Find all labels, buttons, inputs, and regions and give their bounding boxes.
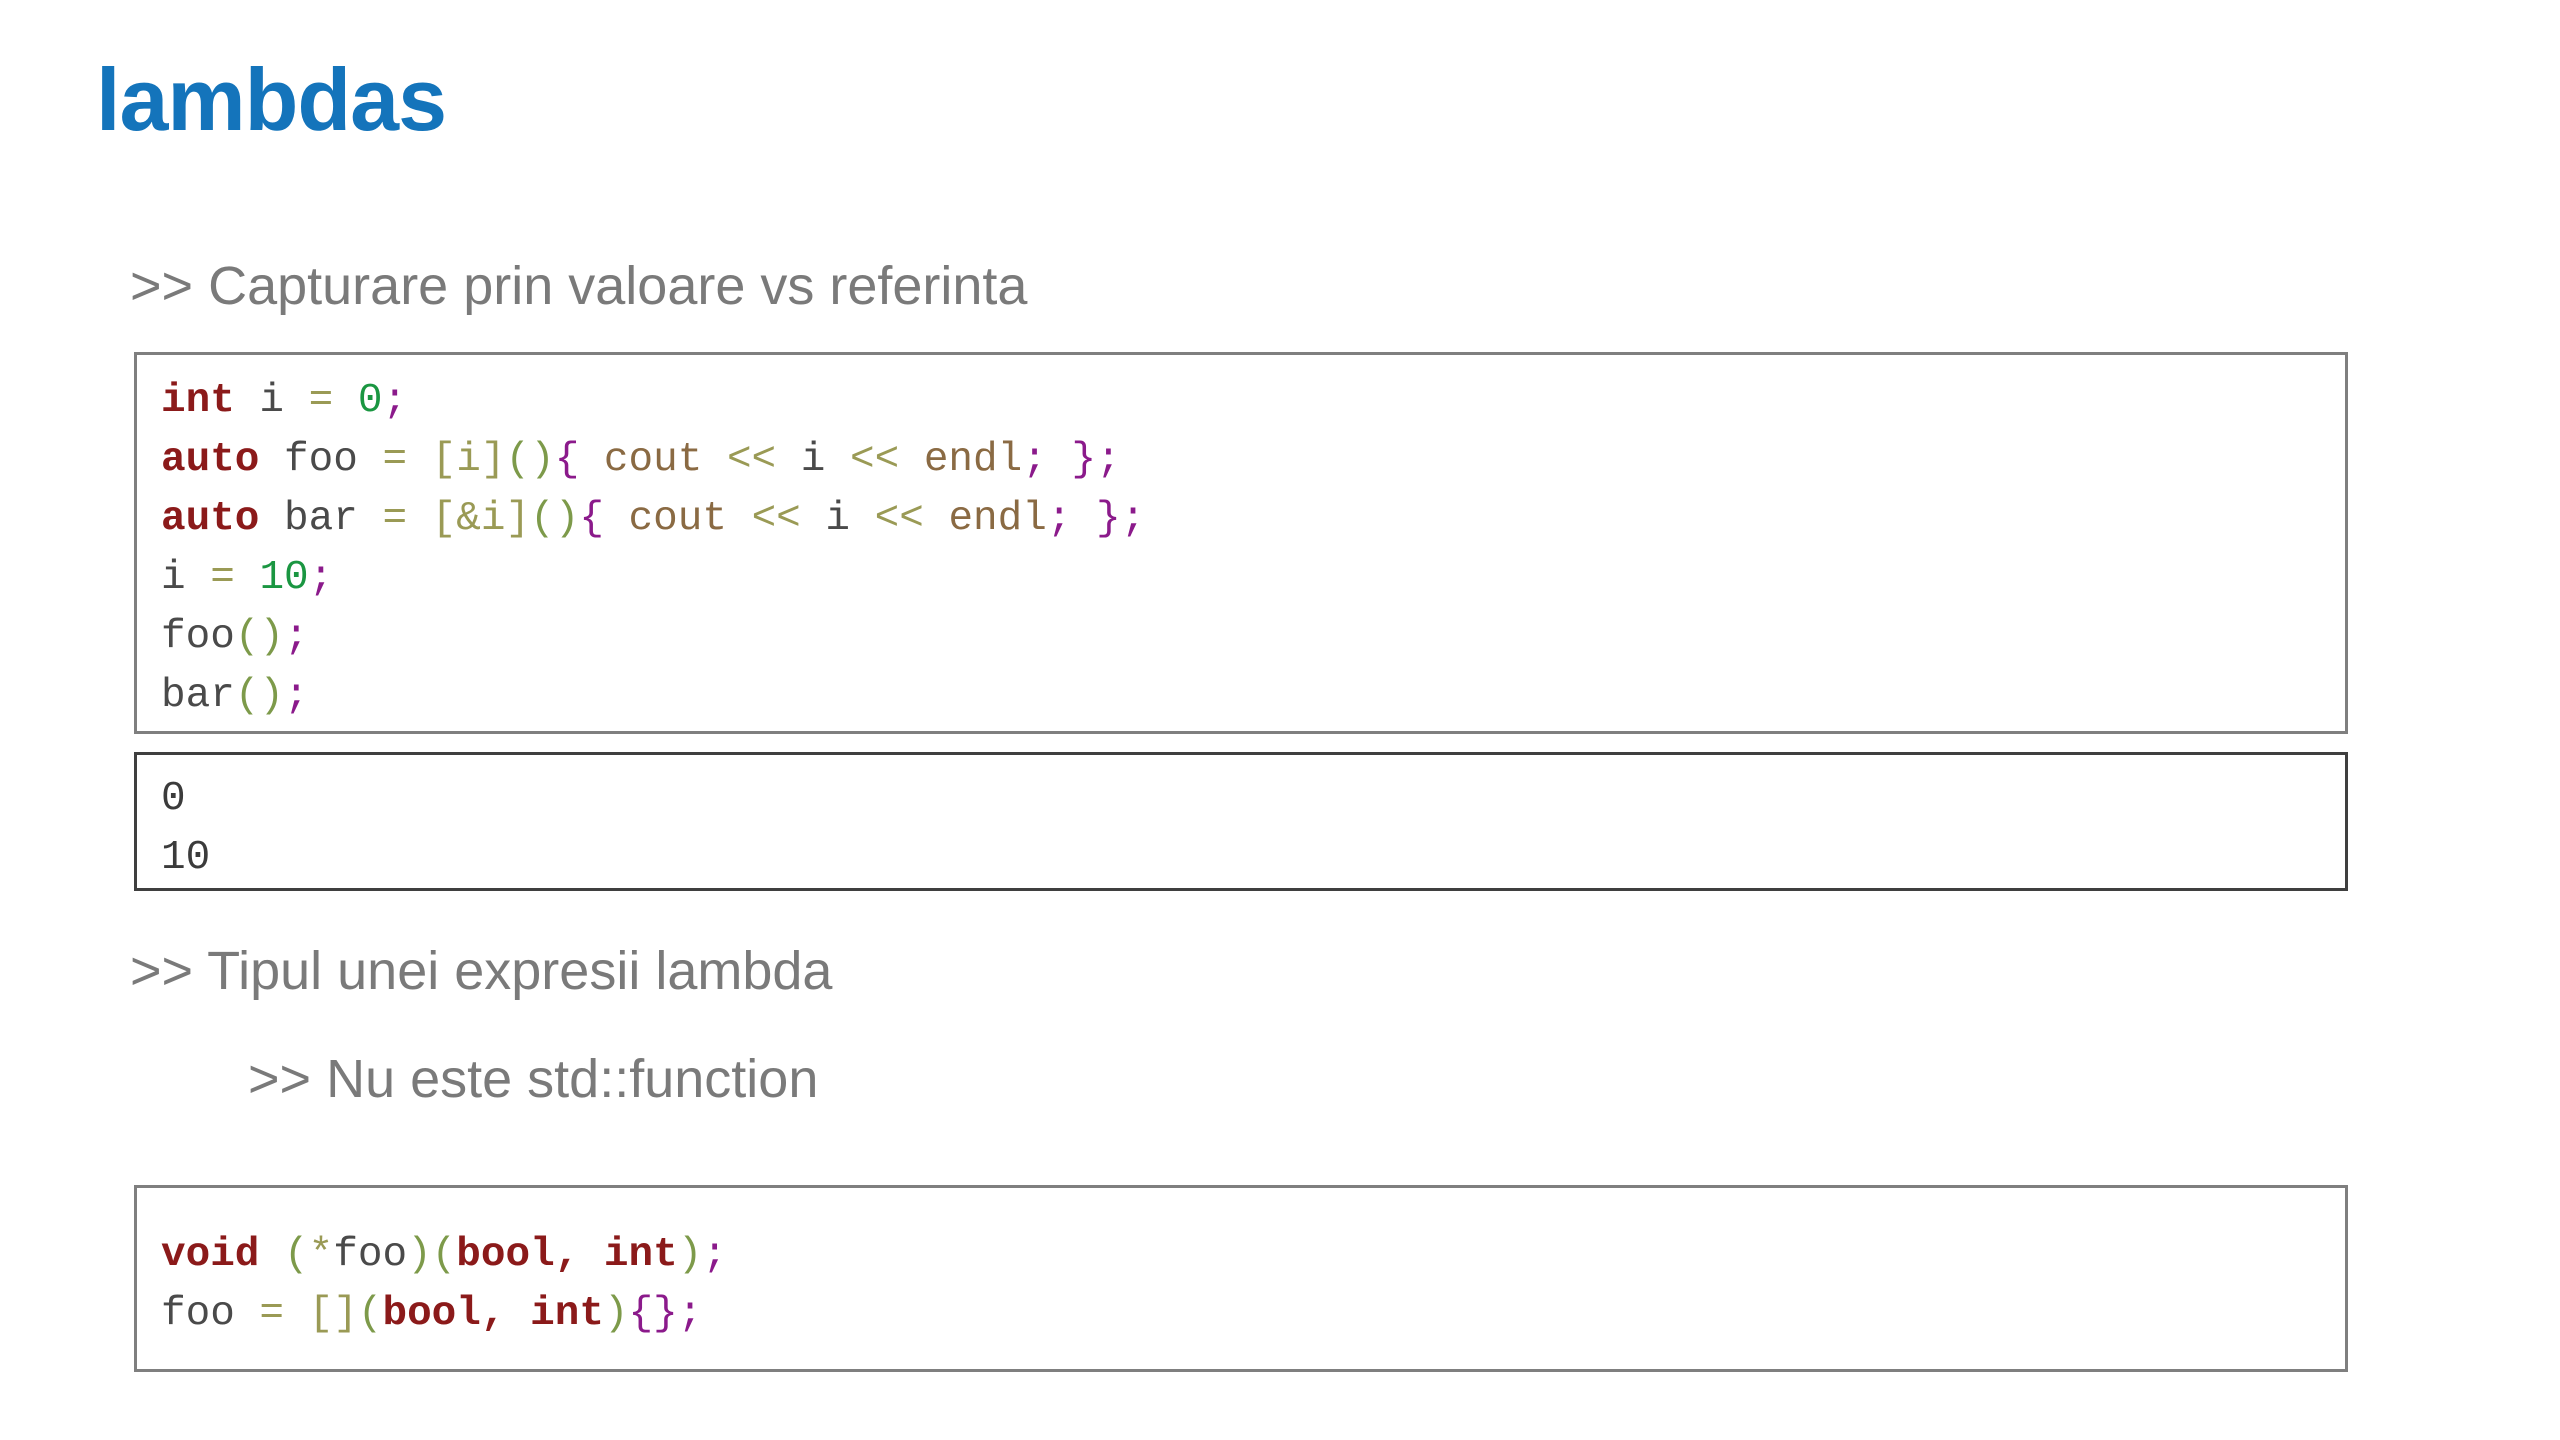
cpp-semicolon: ; bbox=[382, 378, 408, 424]
code-line: void (*foo)(bool, int); bbox=[161, 1232, 727, 1278]
bullet-text: Nu este std::function bbox=[311, 1049, 819, 1109]
cpp-keyword-int: int bbox=[603, 1232, 678, 1278]
code-line: foo = [](bool, int){}; bbox=[161, 1291, 703, 1337]
bullet-capturare-prin-valoare-vs-referinta: >> Capturare prin valoare vs referinta bbox=[130, 255, 1027, 317]
cpp-lambda-capture-list-empty: [] bbox=[308, 1291, 358, 1337]
code-block-function-pointer-assignment: void (*foo)(bool, int); foo = [](bool, in… bbox=[134, 1185, 2348, 1372]
code-lines: void (*foo)(bool, int); foo = [](bool, in… bbox=[137, 1188, 2345, 1369]
code-line: bar(); bbox=[161, 673, 309, 719]
cpp-keyword-void: void bbox=[161, 1232, 260, 1278]
cpp-operator-deref: * bbox=[308, 1232, 334, 1278]
code-line: auto bar = [&i](){ cout << i << endl; }; bbox=[161, 496, 1146, 542]
output-line: 10 bbox=[161, 835, 211, 881]
code-line: auto foo = [i](){ cout << i << endl; }; bbox=[161, 437, 1121, 483]
cpp-keyword-auto: auto bbox=[161, 496, 260, 542]
bullet-tipul-unei-expresii-lambda: >> Tipul unei expresii lambda bbox=[130, 940, 832, 1002]
bullet-marker: >> bbox=[130, 941, 194, 1001]
cpp-lambda-capture-list: [i] bbox=[431, 437, 506, 483]
cpp-lambda-capture-list-ref: [&i] bbox=[431, 496, 531, 542]
bullet-text: Capturare prin valoare vs referinta bbox=[193, 256, 1028, 316]
cpp-identifier-bar: bar bbox=[284, 496, 358, 542]
cpp-number-10: 10 bbox=[259, 555, 309, 601]
code-line: foo(); bbox=[161, 614, 309, 660]
code-block-capture-by-value-vs-reference: int i = 0; auto foo = [i](){ cout << i <<… bbox=[134, 352, 2348, 734]
cpp-keyword-int: int bbox=[161, 378, 235, 424]
cpp-keyword-bool: bool bbox=[456, 1232, 555, 1278]
cpp-comma: , bbox=[554, 1232, 580, 1278]
bullet-marker: >> bbox=[130, 256, 194, 316]
code-line: int i = 0; bbox=[161, 372, 2345, 431]
cpp-identifier-foo: foo bbox=[284, 437, 358, 483]
cpp-number-0: 0 bbox=[357, 378, 383, 424]
code-line: i = 10; bbox=[161, 555, 334, 601]
cpp-keyword-auto: auto bbox=[161, 437, 260, 483]
page-title: lambdas bbox=[96, 50, 447, 149]
bullet-text: Tipul unei expresii lambda bbox=[193, 941, 833, 1001]
bullet-marker: >> bbox=[248, 1049, 312, 1109]
bullet-nu-este-std-function: >> Nu este std::function bbox=[248, 1048, 818, 1110]
code-lines: int i = 0; auto foo = [i](){ cout << i <<… bbox=[137, 355, 2345, 731]
cpp-identifier-i: i bbox=[259, 378, 285, 424]
cpp-operator-assign: = bbox=[308, 378, 334, 424]
output-line: 0 bbox=[161, 776, 186, 822]
cpp-stdlib-cout: cout bbox=[603, 437, 703, 483]
cpp-stdlib-endl: endl bbox=[923, 437, 1023, 483]
cpp-operator-stream: << bbox=[726, 437, 777, 483]
cpp-identifier-foo: foo bbox=[333, 1232, 408, 1278]
